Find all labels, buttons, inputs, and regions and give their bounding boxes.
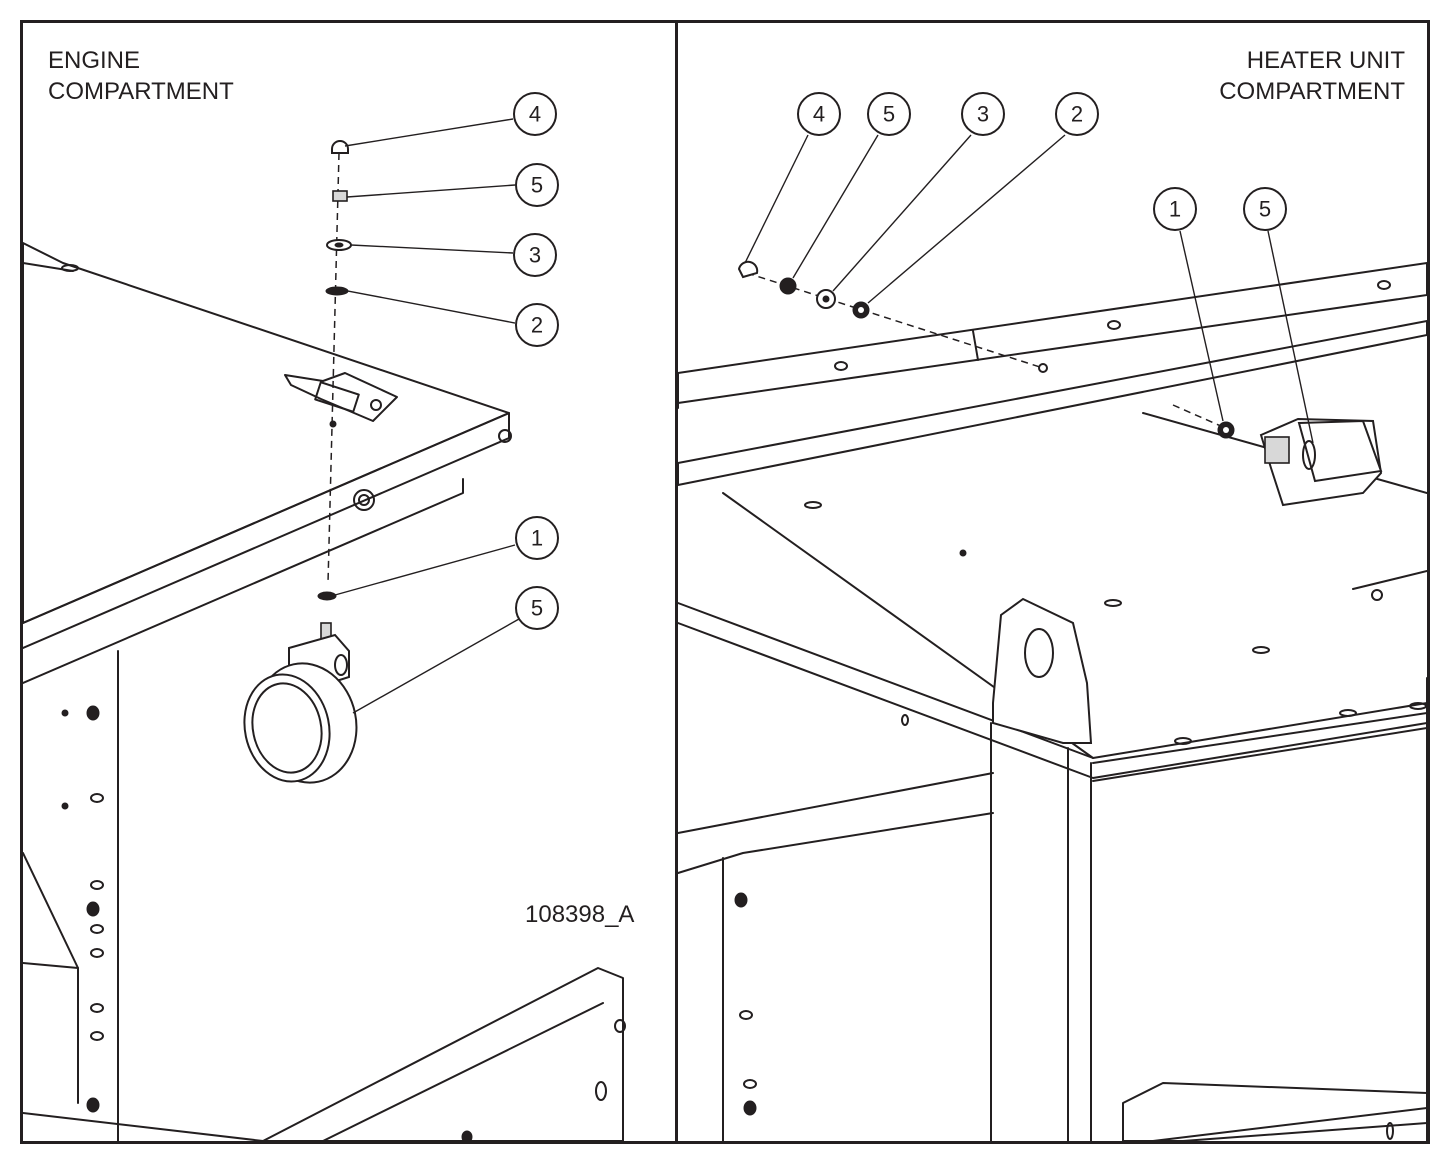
- callout-right-3: 3: [961, 92, 1005, 136]
- callout-number: 4: [813, 102, 825, 127]
- callout-left-6: 5: [515, 586, 559, 630]
- callout-number: 3: [977, 102, 989, 127]
- callout-right-1: 4: [797, 92, 841, 136]
- callout-number: 3: [529, 243, 541, 268]
- engine-compartment-artwork: [23, 140, 626, 1141]
- callout-number: 1: [531, 526, 543, 551]
- heater-unit-compartment-title: HEATER UNIT COMPARTMENT: [1219, 47, 1405, 105]
- callout-number: 2: [1071, 102, 1083, 127]
- callout-left-3: 3: [513, 233, 557, 277]
- callout-number: 5: [531, 173, 543, 198]
- drawing-number: 108398_A: [525, 901, 635, 928]
- engine-compartment-title: ENGINE COMPARTMENT: [48, 47, 234, 105]
- callout-left-4: 2: [515, 303, 559, 347]
- panel-divider: [675, 23, 678, 1141]
- callout-number: 2: [531, 313, 543, 338]
- drawing-frame: 4 5 3 2 1 5 4 5 3 2 1 5: [20, 20, 1430, 1144]
- callout-right-5: 1: [1153, 187, 1197, 231]
- callout-right-6: 5: [1243, 187, 1287, 231]
- line-art: 4 5 3 2 1 5 4 5 3 2 1 5: [23, 92, 1427, 1141]
- callout-left-1: 4: [513, 92, 557, 136]
- callout-number: 4: [529, 102, 541, 127]
- callout-left-5: 1: [515, 516, 559, 560]
- leader-lines: [334, 118, 1314, 714]
- callout-right-4: 2: [1055, 92, 1099, 136]
- callout-number: 5: [883, 102, 895, 127]
- heater-compartment-artwork: [677, 260, 1427, 1141]
- callout-number: 1: [1169, 197, 1181, 222]
- callout-number: 5: [531, 596, 543, 621]
- callout-right-2: 5: [867, 92, 911, 136]
- callout-left-2: 5: [515, 163, 559, 207]
- callout-number: 5: [1259, 197, 1271, 222]
